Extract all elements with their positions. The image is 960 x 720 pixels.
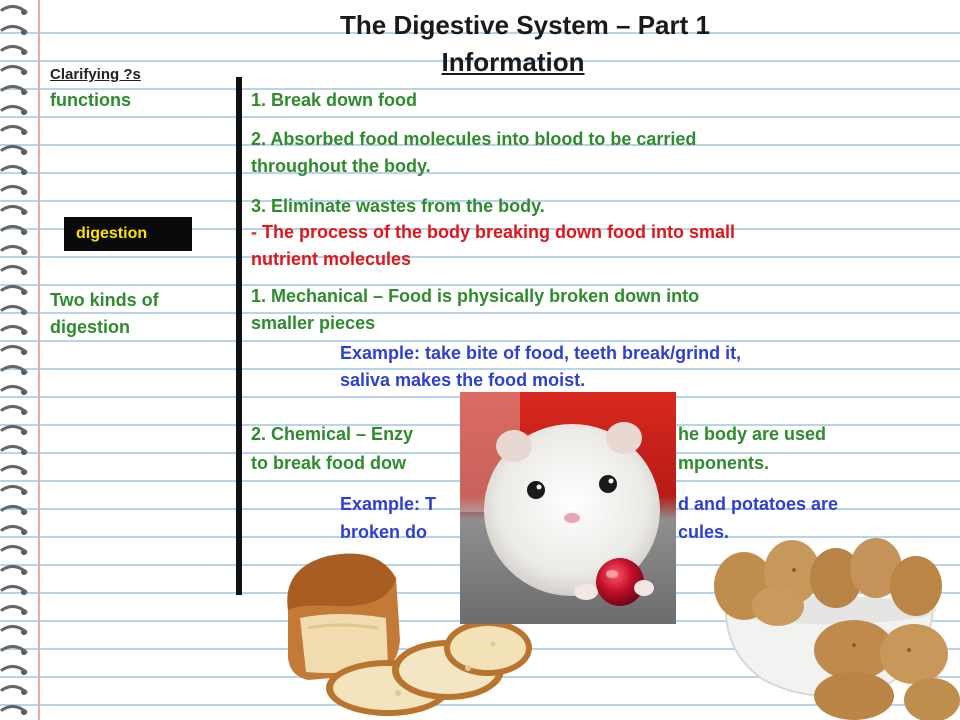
spiral-ring (0, 165, 28, 174)
spiral-ring (0, 485, 28, 494)
spiral-ring (0, 5, 28, 14)
spiral-ring (0, 45, 28, 54)
digestion-tag: digestion (64, 217, 192, 251)
chemical-example-line1-left: Example: T (340, 494, 437, 514)
chemical-line1-left: 2. Chemical – Enzy (251, 424, 414, 444)
function-item-1: 1. Break down food (251, 90, 418, 110)
mechanical-line1: 1. Mechanical – Food is physically broke… (251, 286, 700, 306)
spiral-ring (0, 225, 28, 234)
two-kinds-label-line2: digestion (50, 317, 130, 337)
spiral-ring (0, 405, 28, 414)
digestion-definition-line2: nutrient molecules (251, 249, 412, 269)
spiral-ring (0, 105, 28, 114)
spiral-ring (0, 385, 28, 394)
notebook-spiral-binding (0, 5, 28, 715)
spiral-ring (0, 585, 28, 594)
bread-image (287, 553, 532, 716)
clarifying-questions-label: Clarifying ?s (50, 66, 141, 83)
functions-label: functions (50, 90, 131, 110)
spiral-ring (0, 25, 28, 34)
hamster-photo (460, 392, 676, 624)
digestion-definition-line1: - The process of the body breaking down … (251, 222, 736, 242)
spiral-ring (0, 505, 28, 514)
spiral-ring (0, 125, 28, 134)
chemical-example-line1-right: d and potatoes are (678, 494, 839, 514)
spiral-ring (0, 305, 28, 314)
spiral-ring (0, 325, 28, 334)
mechanical-example-line2: saliva makes the food moist. (340, 370, 586, 390)
digestion-tag-text: digestion (76, 225, 148, 242)
function-item-2-line1: 2. Absorbed food molecules into blood to… (251, 129, 697, 149)
notebook-margin-line (38, 0, 40, 720)
function-item-3: 3. Eliminate wastes from the body. (251, 196, 545, 216)
spiral-ring (0, 365, 28, 374)
slide-title: The Digestive System – Part 1 (340, 10, 710, 40)
spiral-ring (0, 665, 28, 674)
spiral-ring (0, 65, 28, 74)
spiral-ring (0, 145, 28, 154)
chemical-line2-right: mponents. (678, 453, 770, 473)
spiral-ring (0, 625, 28, 634)
spiral-ring (0, 265, 28, 274)
spiral-ring (0, 345, 28, 354)
spiral-ring (0, 185, 28, 194)
spiral-ring (0, 565, 28, 574)
two-kinds-label-line1: Two kinds of (50, 290, 159, 310)
column-divider (236, 77, 242, 595)
slide-subtitle: Information (441, 47, 585, 77)
spiral-ring (0, 645, 28, 654)
spiral-ring (0, 685, 28, 694)
spiral-ring (0, 205, 28, 214)
spiral-ring (0, 245, 28, 254)
chemical-example-line2-left: broken do (340, 522, 428, 542)
function-item-2-line2: throughout the body. (251, 156, 431, 176)
spiral-ring (0, 545, 28, 554)
spiral-ring (0, 605, 28, 614)
chemical-line1-right: he body are used (678, 424, 827, 444)
chemical-line2-left: to break food dow (251, 453, 406, 473)
chemical-example-line2-right: cules. (678, 522, 730, 542)
spiral-ring (0, 525, 28, 534)
spiral-ring (0, 445, 28, 454)
mechanical-line2: smaller pieces (251, 313, 376, 333)
potatoes-image (714, 538, 960, 720)
spiral-ring (0, 425, 28, 434)
spiral-ring (0, 705, 28, 714)
spiral-ring (0, 285, 28, 294)
spiral-ring (0, 85, 28, 94)
mechanical-example-line1: Example: take bite of food, teeth break/… (340, 343, 742, 363)
spiral-ring (0, 465, 28, 474)
